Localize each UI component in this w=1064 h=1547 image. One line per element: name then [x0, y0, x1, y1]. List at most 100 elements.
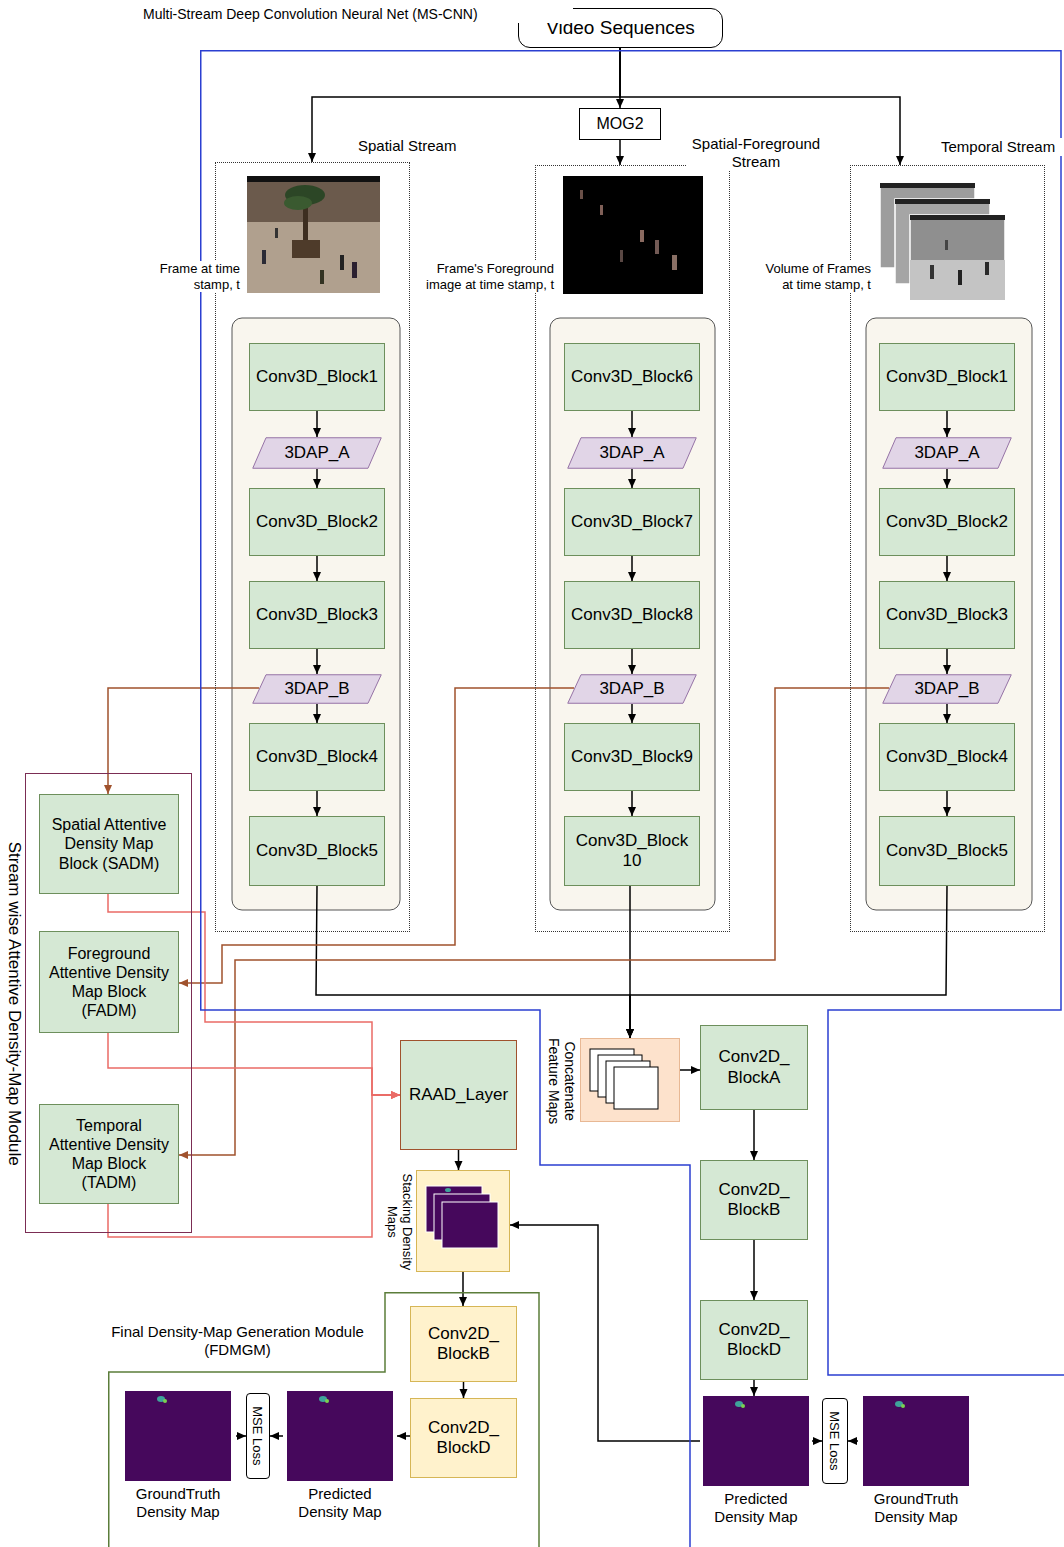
person — [620, 250, 623, 262]
box-label: Conv3D_Block1 — [886, 367, 1008, 387]
box-label: Conv2D_ BlockB — [705, 1180, 803, 1221]
connector — [946, 791, 948, 816]
text-holder: Stacking Density Maps — [383, 1171, 415, 1273]
map-sheet — [442, 1202, 498, 1248]
conv-block: Conv3D_Block7 — [564, 488, 700, 556]
connector — [397, 1435, 410, 1437]
loss-box: MSE Loss — [246, 1393, 270, 1479]
connector — [316, 886, 630, 1038]
process-box: MOG2 — [579, 108, 661, 140]
density-map-image — [125, 1391, 231, 1481]
conv-block: Conv3D_Block1 — [879, 343, 1015, 411]
stack-ground — [416, 1170, 510, 1272]
conv-block: Conv3D_Block 10 — [564, 816, 700, 886]
image-caption: Frame's Foreground image at time stamp, … — [414, 261, 554, 292]
box-label: Conv2D_ BlockB — [415, 1324, 512, 1365]
frame-band — [247, 176, 380, 182]
density-map: Predicted Density Map — [283, 1391, 397, 1536]
stream-panel — [550, 318, 715, 910]
conv-block: Conv3D_Block5 — [249, 816, 385, 886]
connector — [462, 1272, 464, 1306]
frame-ground — [247, 176, 380, 293]
box-label: 3DAP_A — [914, 443, 979, 463]
connector — [946, 411, 948, 437]
connector — [631, 469, 633, 488]
stream-group: Temporal StreamVolume of Frames at time … — [850, 165, 1045, 932]
connector — [848, 1440, 858, 1442]
parallelogram-outline — [568, 675, 697, 704]
map-caption: Predicted Density Map — [283, 1485, 397, 1521]
box-label: 3DAP_B — [914, 679, 979, 699]
pooling-parallelogram: 3DAP_B — [567, 674, 697, 704]
person — [275, 228, 278, 238]
box-label: Conv3D_Block8 — [571, 605, 693, 625]
person — [958, 270, 962, 285]
connector — [630, 886, 947, 1038]
box-label: Conv3D_Block6 — [571, 367, 693, 387]
kiosk — [292, 240, 320, 258]
conv-block: Conv3D_Block4 — [879, 723, 1015, 791]
connector — [316, 469, 318, 488]
connector — [316, 411, 318, 437]
box-label: Conv3D_Block9 — [571, 747, 693, 767]
text-holder: Spatial-Foreground Stream — [686, 135, 826, 171]
pooling-parallelogram: 3DAP_B — [882, 674, 1012, 704]
connector — [753, 1110, 755, 1160]
pooling-parallelogram: 3DAP_A — [567, 437, 697, 469]
box-label: Conv3D_Block 10 — [569, 831, 695, 872]
palm-leaves — [284, 196, 312, 210]
text-holder: Temporal Stream — [941, 138, 1064, 156]
parallelogram-outline — [253, 675, 382, 704]
conv-block: Conv3D_Block9 — [564, 723, 700, 791]
person — [945, 240, 948, 250]
box-label: MOG2 — [596, 114, 643, 133]
connector — [946, 704, 948, 723]
connector — [753, 1240, 755, 1300]
connector — [236, 1435, 246, 1437]
concat-ground — [580, 1038, 680, 1122]
box-label: Conv3D_Block2 — [886, 512, 1008, 532]
density-map-image — [863, 1396, 969, 1486]
attention-block: Foreground Attentive Density Map Block (… — [39, 931, 179, 1033]
box-label: Foreground Attentive Density Map Block (… — [44, 944, 174, 1021]
box-label: RAAD_Layer — [409, 1085, 508, 1105]
box-label: Conv3D_Block2 — [256, 512, 378, 532]
pooling-parallelogram: 3DAP_B — [252, 674, 382, 704]
stream-title: Spatial Stream — [358, 137, 483, 155]
region-title: Multi-Stream Deep Convolution Neural Net… — [143, 6, 573, 23]
person — [655, 240, 659, 254]
connector — [316, 556, 318, 581]
conv-block: Conv2D_ BlockB — [410, 1306, 517, 1382]
box-label: 3DAP_A — [599, 443, 664, 463]
concat-box: Concatenate Feature Maps — [580, 1038, 680, 1122]
conv-block: Conv3D_Block4 — [249, 723, 385, 791]
stack-box: Stacking Density Maps — [416, 1170, 510, 1272]
image-caption: Volume of Frames at time stamp, t — [754, 261, 871, 292]
stream-title: Spatial-Foreground Stream — [686, 135, 826, 171]
text-holder: Volume of Frames at time stamp, t — [754, 261, 871, 292]
person — [672, 255, 677, 270]
box-label: Conv3D_Block3 — [886, 605, 1008, 625]
density-map: GroundTruth Density Map — [858, 1396, 974, 1541]
map-blob — [163, 1399, 167, 1403]
connector — [619, 140, 621, 165]
loss-label: MSE Loss — [827, 1411, 843, 1470]
connector — [812, 1440, 822, 1442]
region-title: Final Density-Map Generation Module (FDM… — [95, 1323, 380, 1359]
parallelogram-outline — [883, 675, 1012, 704]
side-label: Stacking Density Maps — [384, 1172, 414, 1272]
frame-band — [880, 183, 975, 188]
box-label: Conv3D_Block4 — [256, 747, 378, 767]
connector — [631, 649, 633, 674]
parallelogram-outline — [253, 438, 382, 469]
frame — [910, 215, 1005, 300]
connector — [946, 469, 948, 488]
connector — [108, 1033, 400, 1095]
connector — [316, 791, 318, 816]
person — [320, 270, 324, 284]
connector — [680, 1069, 700, 1071]
box-label: Conv3D_Block4 — [886, 747, 1008, 767]
connector — [631, 791, 633, 816]
connector — [312, 48, 620, 162]
box-label: Conv3D_Block5 — [256, 841, 378, 861]
